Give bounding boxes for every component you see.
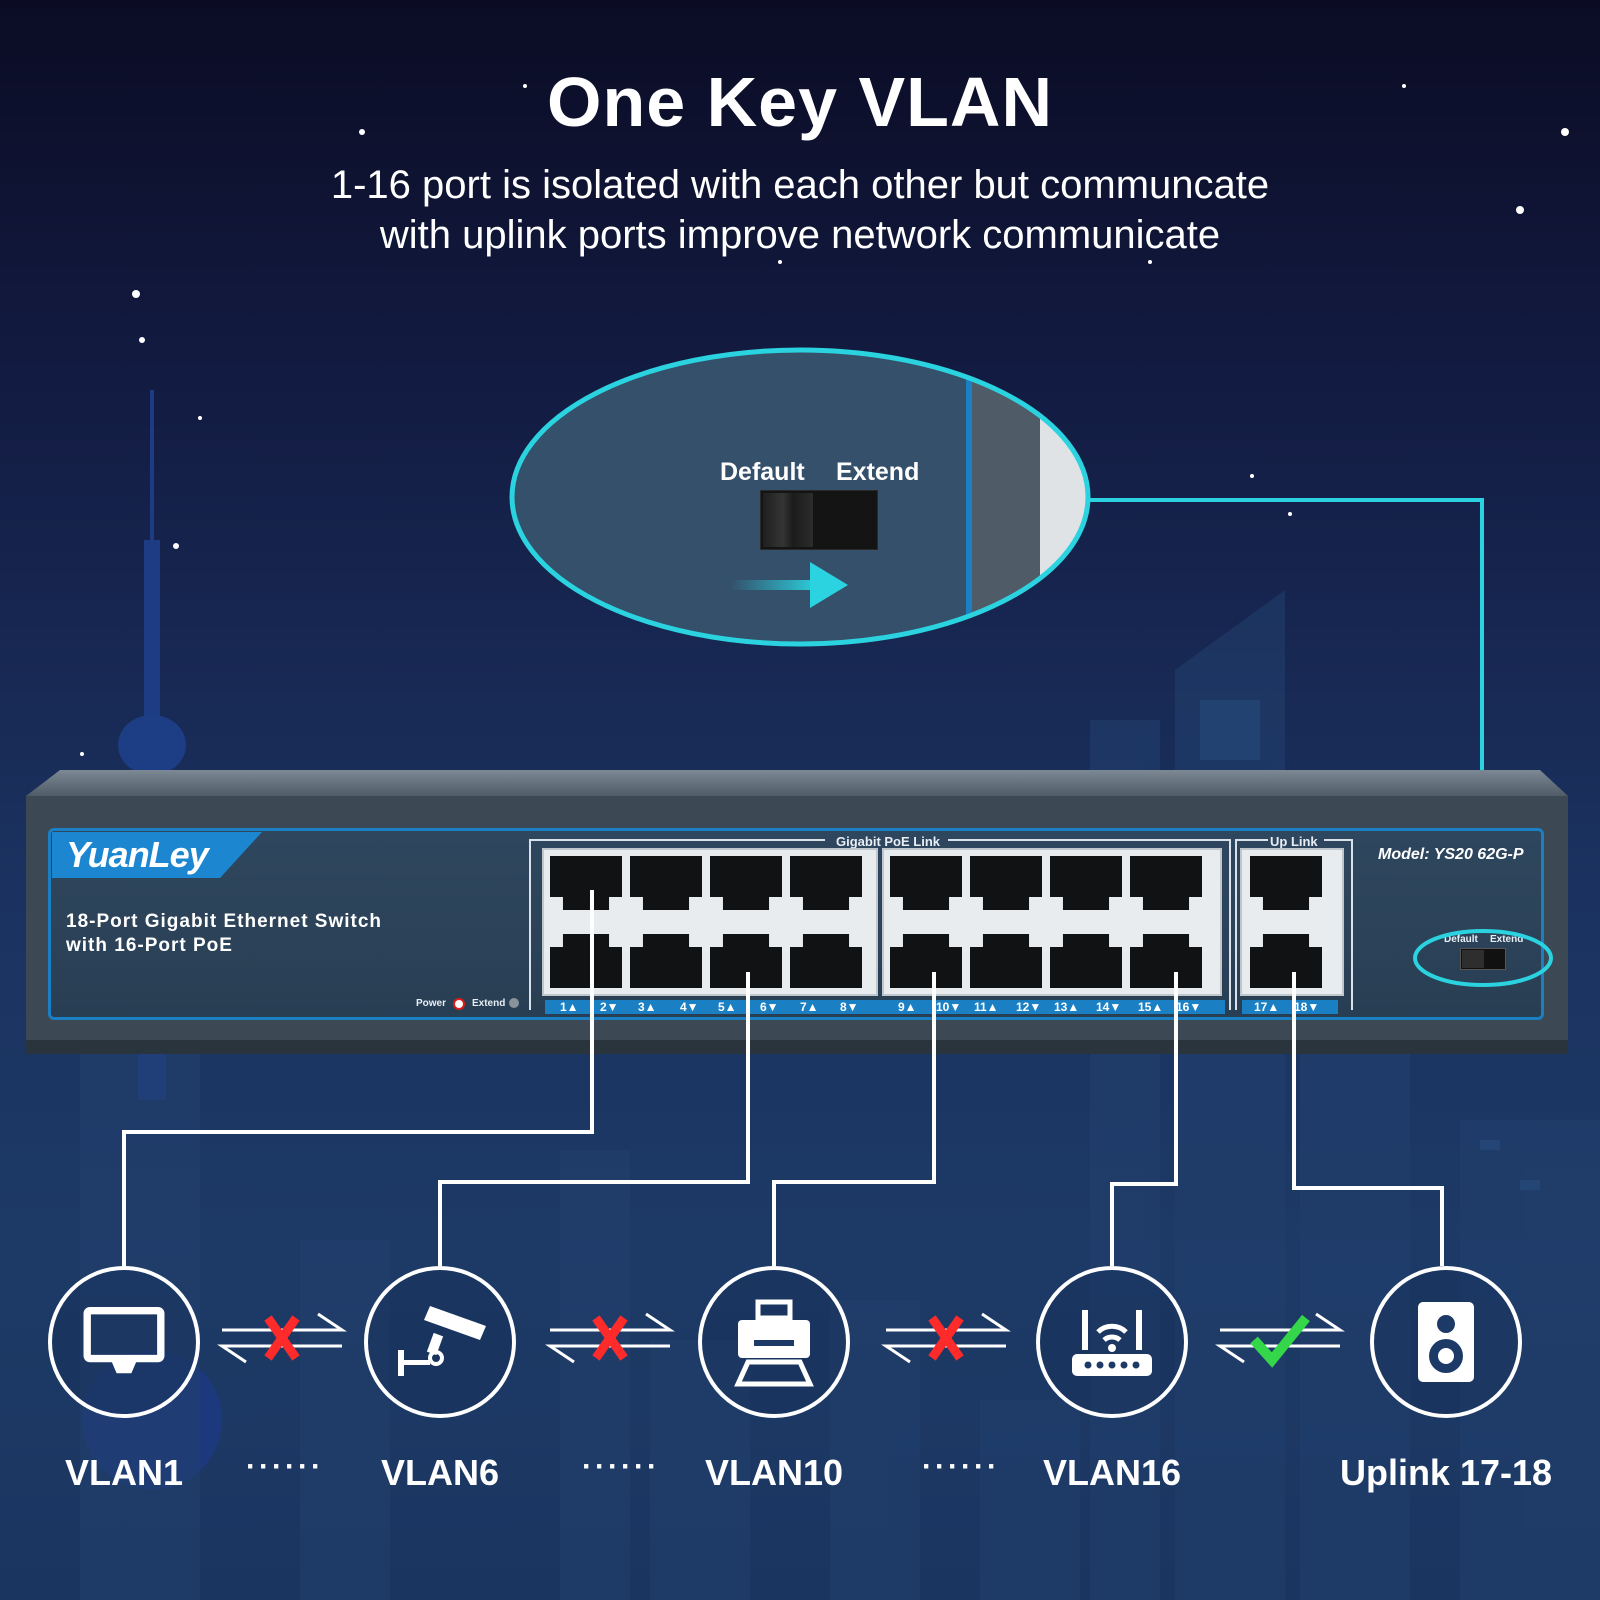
port-number-label: 15▲	[1138, 1000, 1164, 1014]
port-number-label: 10▼	[936, 1000, 962, 1014]
ellipsis-separator: ······	[922, 1450, 1000, 1483]
device-circle	[364, 1266, 516, 1418]
vlan-slide-switch[interactable]	[1460, 948, 1506, 970]
subtitle-line-2: with uplink ports improve network commun…	[379, 213, 1221, 257]
device-description-line-2: with 16-Port PoE	[66, 935, 233, 956]
device-vlan-label: VLAN16	[1042, 1452, 1182, 1493]
port-number-label: 14▼	[1096, 1000, 1122, 1014]
port-number-label: 17▲	[1254, 1000, 1280, 1014]
small-switch-knob	[1462, 950, 1484, 968]
brand-tag	[52, 832, 262, 878]
page-title: One Key VLAN	[547, 63, 1053, 141]
power-label: Power	[416, 998, 447, 1009]
device-circle	[698, 1266, 850, 1418]
port-number-label: 16▼	[1176, 1000, 1202, 1014]
port-number-label: 1▲	[560, 1000, 579, 1014]
router-icon	[1040, 1270, 1184, 1414]
small-default-label: Default	[1444, 934, 1478, 945]
zoom-default-label: Default	[720, 458, 805, 486]
port-number-label: 5▲	[718, 1000, 737, 1014]
subtitle-line-1: 1-16 port is isolated with each other bu…	[330, 163, 1270, 207]
brand-logo: YuanLey	[66, 834, 209, 875]
security-camera-icon	[368, 1270, 512, 1414]
port-number-label: 12▼	[1016, 1000, 1042, 1014]
page-subtitle: 1-16 port is isolated with each other bu…	[100, 160, 1500, 260]
printer-icon	[702, 1270, 846, 1414]
device-circle	[1036, 1266, 1188, 1418]
port-number-label: 11▲	[974, 1000, 999, 1014]
port-number-label: 9▲	[898, 1000, 917, 1014]
port-number-label: 7▲	[800, 1000, 819, 1014]
device-description: 18-Port Gigabit Ethernet Switch with 16-…	[66, 910, 382, 958]
port-number-label: 8▼	[840, 1000, 859, 1014]
port-number-label: 6▼	[760, 1000, 779, 1014]
vlan-slide-switch-zoomed[interactable]	[760, 490, 878, 550]
model-number: Model: YS20 62G-P	[1378, 846, 1524, 863]
port-number-label: 2▼	[600, 1000, 619, 1014]
device-vlan-label: VLAN10	[704, 1452, 844, 1493]
poe-group-label: Gigabit PoE Link	[836, 834, 941, 849]
port-number-label: 13▲	[1054, 1000, 1080, 1014]
port-number-label: 18▼	[1294, 1000, 1320, 1014]
switch-knob	[763, 493, 813, 547]
monitor-icon	[52, 1270, 196, 1414]
zoom-extend-label: Extend	[836, 458, 920, 486]
extend-led-label: Extend	[472, 998, 506, 1009]
port-number-label: 3▲	[638, 1000, 657, 1014]
extend-led	[509, 998, 519, 1008]
uplink-group-label: Up Link	[1270, 834, 1318, 849]
device-circle	[48, 1266, 200, 1418]
ellipsis-separator: ······	[246, 1450, 324, 1483]
port-number-label: 4▼	[680, 1000, 699, 1014]
ellipsis-separator: ······	[582, 1450, 660, 1483]
device-vlan-label: VLAN1	[64, 1452, 184, 1493]
device-circle	[1370, 1266, 1522, 1418]
device-vlan-label: Uplink 17-18	[1339, 1452, 1553, 1493]
speaker-icon	[1374, 1270, 1518, 1414]
power-led	[453, 998, 465, 1010]
device-vlan-label: VLAN6	[380, 1452, 500, 1493]
switch-highlight-ring	[1413, 929, 1553, 987]
device-description-line-1: 18-Port Gigabit Ethernet Switch	[66, 911, 383, 932]
small-extend-label: Extend	[1490, 934, 1524, 945]
